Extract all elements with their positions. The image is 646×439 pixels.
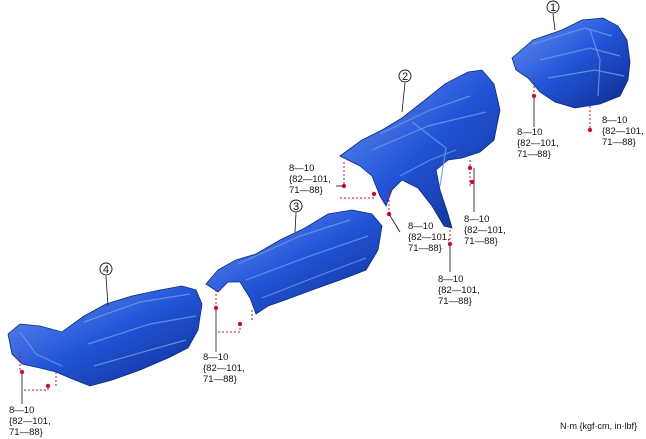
svg-text:8—10: 8—10 <box>438 274 463 285</box>
svg-text:8—10: 8—10 <box>203 352 228 363</box>
callout-3-number: 3 <box>293 201 299 213</box>
heat-shield-3 <box>205 209 383 315</box>
svg-text:8—10: 8—10 <box>464 214 489 225</box>
callout-1: 1 <box>546 0 560 31</box>
torque-label-part2-right: 8—10 {82—101, 71—88} <box>464 214 506 247</box>
callout-2: 2 <box>398 69 412 113</box>
svg-text:71—88}: 71—88} <box>9 427 43 438</box>
svg-text:{82—101,: {82—101, <box>517 138 559 149</box>
svg-text:71—88}: 71—88} <box>464 236 498 247</box>
svg-text:{82—101,: {82—101, <box>438 285 480 296</box>
svg-text:71—88}: 71—88} <box>203 374 237 385</box>
callout-4: 4 <box>99 262 113 307</box>
svg-text:{82—101,: {82—101, <box>289 174 331 185</box>
svg-text:{82—101,: {82—101, <box>408 232 450 243</box>
heat-shield-1 <box>511 17 631 109</box>
svg-text:8—10: 8—10 <box>408 221 433 232</box>
svg-text:8—10: 8—10 <box>289 163 314 174</box>
torque-label-part1-right: 8—10 {82—101, 71—88} <box>602 115 644 148</box>
torque-label-part1-left: 8—10 {82—101, 71—88} <box>517 127 559 160</box>
heat-shield-2 <box>339 69 501 229</box>
svg-text:{82—101,: {82—101, <box>9 416 51 427</box>
svg-text:8—10: 8—10 <box>602 115 627 126</box>
svg-text:71—88}: 71—88} <box>438 296 472 307</box>
heat-shield-4 <box>7 285 203 387</box>
torque-label-part3: 8—10 {82—101, 71—88} <box>203 352 245 385</box>
svg-text:71—88}: 71—88} <box>408 243 442 254</box>
torque-units-label: N·m {kgf·cm, in·lbf} <box>560 421 637 431</box>
fastener-leaders <box>19 78 593 404</box>
svg-text:8—10: 8—10 <box>9 405 34 416</box>
torque-label-part2-bottom: 8—10 {82—101, 71—88} <box>438 274 480 307</box>
svg-text:71—88}: 71—88} <box>517 149 551 160</box>
torque-label-part2-left: 8—10 {82—101, 71—88} <box>289 163 331 196</box>
torque-label-part4: 8—10 {82—101, 71—88} <box>9 405 51 438</box>
svg-text:71—88}: 71—88} <box>602 137 636 148</box>
svg-text:{82—101,: {82—101, <box>602 126 644 137</box>
svg-text:71—88}: 71—88} <box>289 185 323 196</box>
callout-2-number: 2 <box>402 71 408 83</box>
svg-text:8—10: 8—10 <box>517 127 542 138</box>
callout-3: 3 <box>289 199 303 233</box>
torque-label-part2-middle: 8—10 {82—101, 71—88} <box>408 221 450 254</box>
callout-4-number: 4 <box>103 264 109 276</box>
svg-text:{82—101,: {82—101, <box>203 363 245 374</box>
callout-1-number: 1 <box>550 2 556 14</box>
svg-text:{82—101,: {82—101, <box>464 225 506 236</box>
